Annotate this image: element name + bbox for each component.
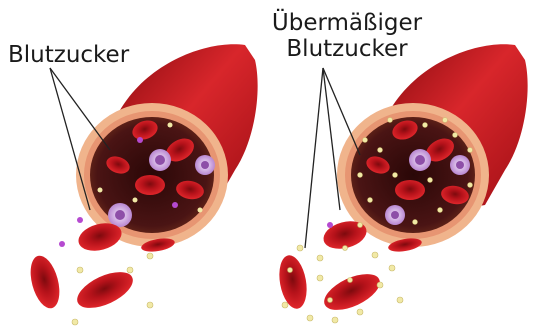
label-blutzucker: Blutzucker — [8, 42, 129, 68]
vessel-right — [337, 44, 528, 247]
vessel-left — [76, 44, 258, 247]
label-right-line1: Übermäßiger — [262, 10, 432, 36]
label-right-line2: Blutzucker — [262, 36, 432, 62]
label-uebermaessiger-blutzucker: Übermäßiger Blutzucker — [262, 10, 432, 62]
